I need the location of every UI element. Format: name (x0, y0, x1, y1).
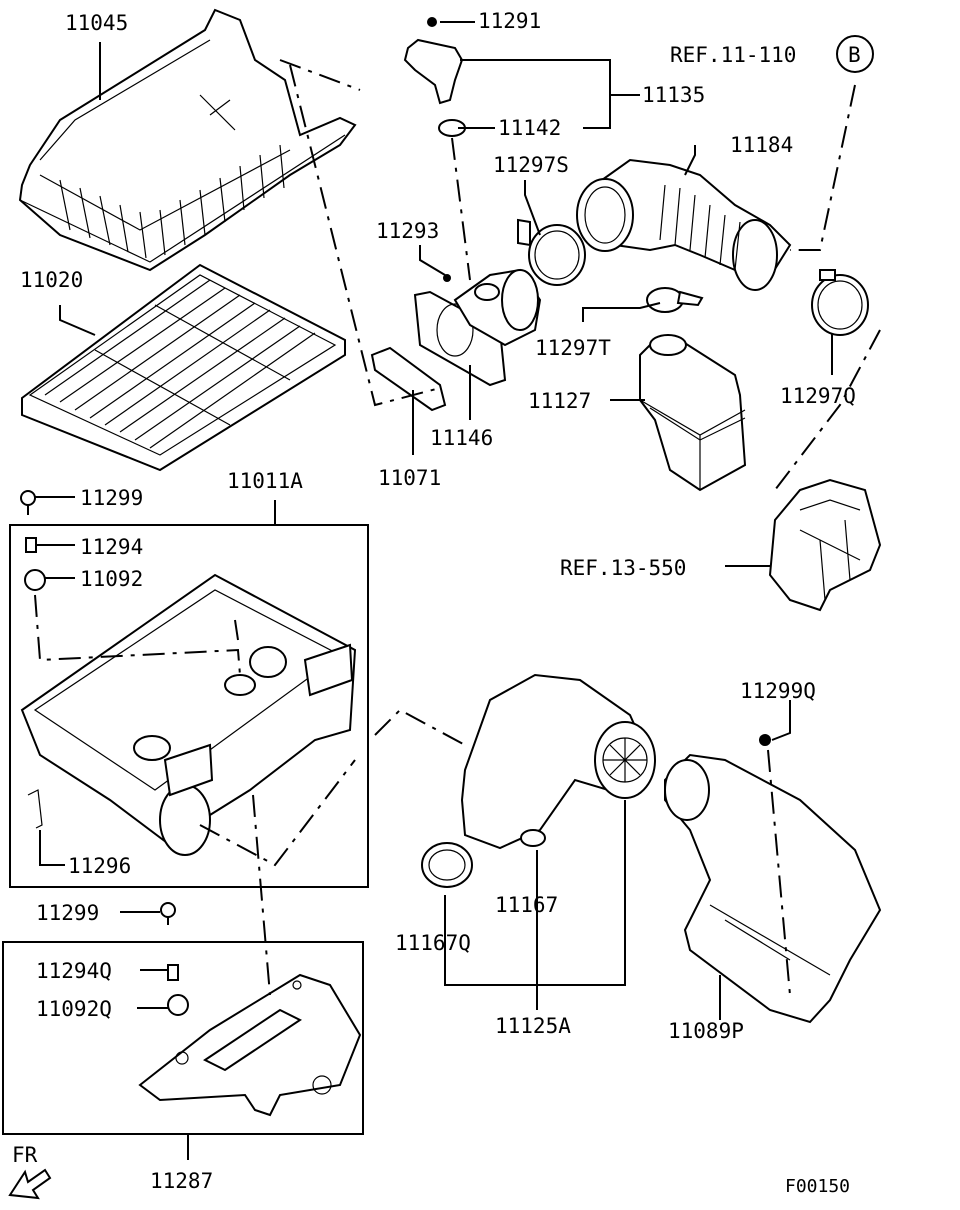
throttle-adapter-drawing (370, 268, 542, 412)
air-cleaner-cover-drawing (18, 8, 357, 272)
label-fr: FR (12, 1143, 38, 1167)
throttle-body-ref-drawing (768, 478, 882, 612)
label-11011a: 11011A (227, 469, 303, 493)
label-11092q: 11092Q (36, 997, 112, 1021)
front-direction-arrow-icon (8, 1168, 52, 1200)
label-11297t: 11297T (535, 336, 611, 360)
air-cleaner-case-drawing (20, 573, 357, 856)
label-11127: 11127 (528, 389, 591, 413)
label-11184: 11184 (730, 133, 793, 157)
label-11299-top: 11299 (80, 486, 143, 510)
label-11092: 11092 (80, 567, 143, 591)
label-ref-13-550: REF.13-550 (560, 556, 686, 580)
case-assembly-box (9, 524, 369, 888)
label-11071: 11071 (378, 466, 441, 490)
label-11291: 11291 (478, 9, 541, 33)
label-11089p: 11089P (668, 1019, 744, 1043)
part-labels: 11045 11020 11291 REF.11-110 B 11135 111… (12, 9, 861, 1197)
label-11299q: 11299Q (740, 679, 816, 703)
bracket-assembly-box (2, 941, 364, 1135)
label-11294q: 11294Q (36, 959, 112, 983)
air-duct-drawing (421, 673, 656, 888)
diagram-code: F00150 (785, 1176, 850, 1197)
label-11297q: 11297Q (780, 384, 856, 408)
intake-hose-drawing (576, 158, 792, 313)
label-ref-11-110: REF.11-110 (670, 43, 796, 67)
small-fasteners-drawing (20, 490, 176, 925)
label-11146: 11146 (430, 426, 493, 450)
air-flow-sensor-drawing (403, 17, 466, 137)
mounting-bracket-drawing (138, 964, 362, 1117)
label-11167: 11167 (495, 893, 558, 917)
label-11287: 11287 (150, 1169, 213, 1193)
label-11296: 11296 (68, 854, 131, 878)
air-filter-element-drawing (21, 263, 346, 472)
assembly-dashed-lines (34, 59, 881, 996)
leader-lines (35, 21, 833, 1160)
air-inlet-duct-drawing (664, 734, 882, 1024)
label-ref-b: B (848, 43, 861, 67)
label-11125a: 11125A (495, 1014, 571, 1038)
label-11045: 11045 (65, 11, 128, 35)
hose-clamp-11297s-drawing (517, 218, 586, 286)
label-11167q: 11167Q (395, 931, 471, 955)
hose-clamp-11297q-drawing (811, 269, 869, 336)
label-11135: 11135 (642, 83, 705, 107)
label-11020: 11020 (20, 268, 83, 292)
label-11299-mid: 11299 (36, 901, 99, 925)
label-11142: 11142 (498, 116, 561, 140)
ref-b-circle (836, 35, 874, 73)
resonator-drawing (639, 334, 747, 492)
label-11294: 11294 (80, 535, 143, 559)
label-11293: 11293 (376, 219, 439, 243)
label-11297s: 11297S (493, 153, 569, 177)
